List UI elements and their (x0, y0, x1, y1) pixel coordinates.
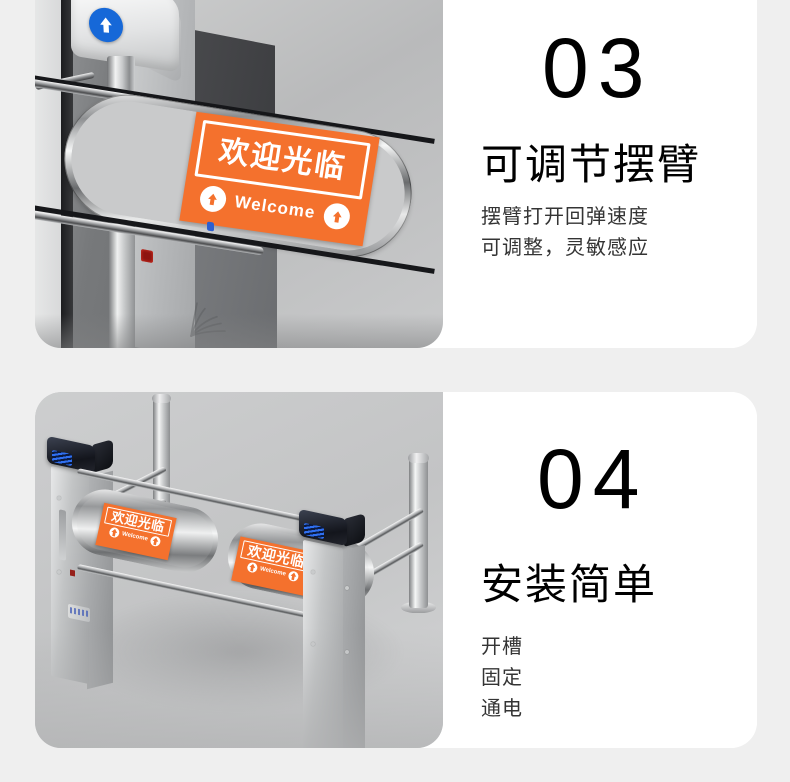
far-chrome-column-cap (152, 394, 171, 403)
welcome-sign-en-text: Welcome (121, 531, 149, 543)
welcome-sign-en-row: Welcome (102, 525, 169, 549)
photo-wall-left (35, 0, 65, 348)
welcome-sign-cn-text: 欢迎光临 (216, 134, 349, 185)
feature-number: 04 (537, 432, 649, 526)
welcome-sign-en-row: Welcome (238, 560, 309, 584)
up-arrow-icon (149, 535, 162, 548)
photo-floor-shade (35, 314, 443, 348)
feature-card-04: 欢迎光临 Welcome (35, 392, 757, 748)
status-led-blue (207, 221, 214, 232)
product-photo-full-gate: 欢迎光临 Welcome (35, 392, 443, 748)
pillar-screw (311, 570, 315, 574)
photo-floor-shade (35, 628, 443, 748)
welcome-sign-en-text: Welcome (259, 566, 287, 578)
product-photo-swing-arm: 欢迎光临 Welcome (35, 0, 443, 348)
right-post-cap (408, 453, 429, 463)
feature-subtext: 摆臂打开回弹速度 可调整，灵敏感应 (481, 206, 649, 259)
up-arrow-icon (88, 6, 124, 44)
welcome-sign: 欢迎光临 Welcome (179, 111, 380, 247)
status-led-red (141, 248, 153, 264)
status-led-red (70, 569, 75, 577)
pillar-screw (345, 586, 349, 590)
up-arrow-icon (287, 570, 300, 583)
feature-text-panel-03: 03 可调节摆臂 摆臂打开回弹速度 可调整，灵敏感应 (443, 0, 757, 348)
pillar-screw (57, 496, 61, 500)
welcome-sign-en-row: Welcome (189, 183, 360, 232)
welcome-sign: 欢迎光临 Welcome (231, 536, 317, 597)
up-arrow-icon (197, 184, 228, 214)
feature-text-panel-04: 04 安装简单 开槽 固定 通电 (443, 392, 757, 748)
feature-headline: 可调节摆臂 (481, 141, 702, 188)
left-pillar-slot (59, 509, 66, 561)
welcome-sign: 欢迎光临 Welcome (95, 502, 177, 561)
feature-subtext: 开槽 固定 通电 (481, 636, 523, 720)
welcome-sign-en-text: Welcome (233, 192, 317, 223)
up-arrow-icon (322, 201, 352, 232)
feature-card-03: 欢迎光临 Welcome (35, 0, 757, 348)
right-chrome-post (409, 458, 428, 608)
up-arrow-icon (246, 561, 259, 574)
up-arrow-icon (108, 526, 121, 539)
pillar-screw (57, 570, 61, 574)
feature-headline: 安装简单 (481, 561, 658, 608)
left-head-side (92, 438, 113, 474)
feature-number: 03 (542, 21, 654, 115)
